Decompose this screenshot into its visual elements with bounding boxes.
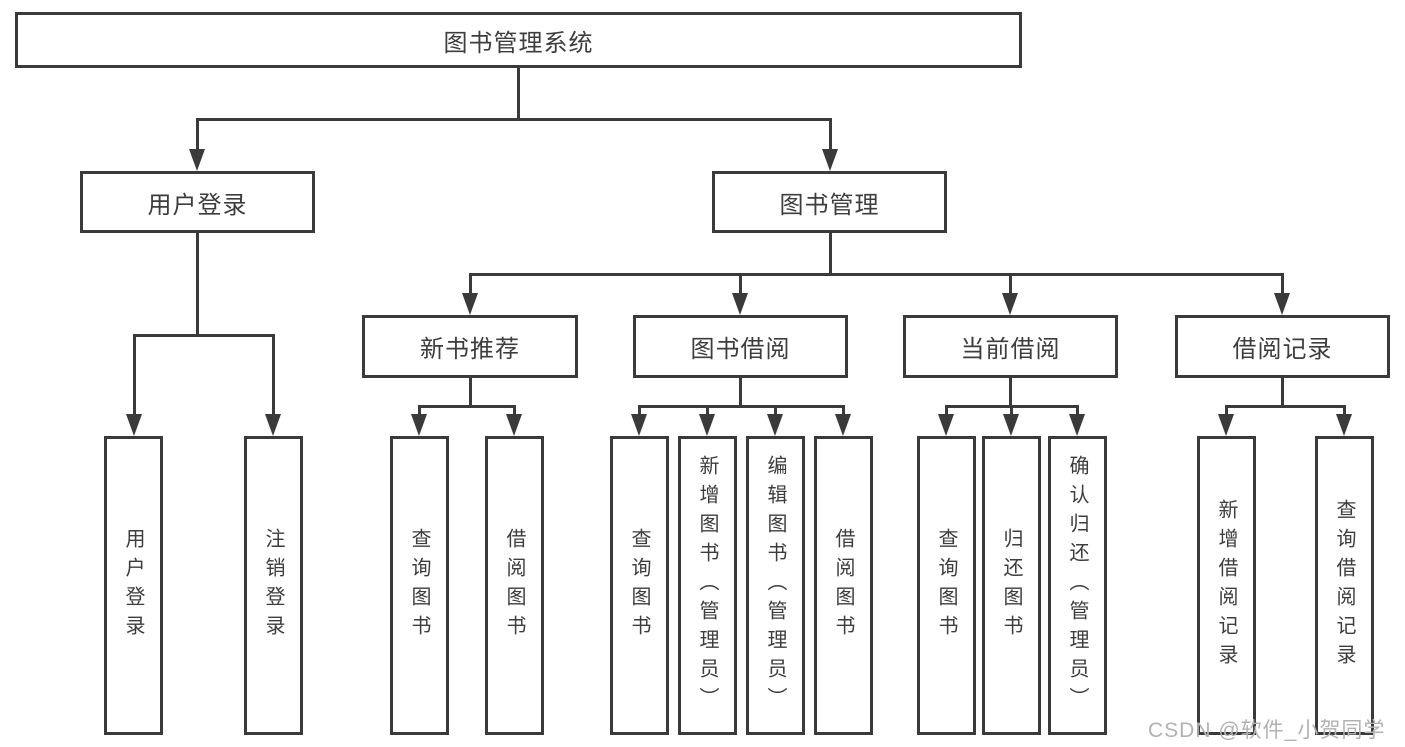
connector-line <box>944 406 948 416</box>
connector-line <box>1280 378 1284 406</box>
connector-line <box>468 272 1284 276</box>
node-leaf-bb-add-book: 新增图书（管理员） <box>678 436 737 735</box>
node-leaf-bb-borrow-book: 借阅图书 <box>814 436 873 735</box>
connector-line <box>1280 274 1284 295</box>
arrow-down-icon <box>767 414 783 436</box>
connector-line <box>828 233 832 274</box>
arrow-down-icon <box>1003 414 1019 436</box>
arrow-down-icon <box>822 149 838 171</box>
node-leaf-user-login: 用户登录 <box>104 436 163 735</box>
connector-line <box>1342 406 1346 416</box>
connector-line <box>738 274 742 295</box>
arrow-down-icon <box>126 414 142 436</box>
connector-line <box>1224 404 1346 408</box>
node-group-borrow-record: 借阅记录 <box>1175 315 1390 378</box>
node-group-new-book-recommend: 新书推荐 <box>362 315 578 378</box>
connector-line <box>1008 274 1012 295</box>
arrow-down-icon <box>1002 293 1018 315</box>
arrow-down-icon <box>699 414 715 436</box>
connector-line <box>195 119 199 152</box>
arrow-down-icon <box>265 414 281 436</box>
connector-line <box>828 119 832 152</box>
connector-line <box>516 68 520 119</box>
node-leaf-cb-return-book: 归还图书 <box>982 436 1041 735</box>
connector-line <box>417 406 421 416</box>
connector-line <box>1075 406 1079 416</box>
node-leaf-bb-edit-book: 编辑图书（管理员） <box>746 436 805 735</box>
connector-line <box>195 117 832 121</box>
connector-line <box>132 333 275 337</box>
connector-line <box>195 233 199 335</box>
arrow-down-icon <box>411 414 427 436</box>
connector-line <box>512 406 516 416</box>
arrow-down-icon <box>938 414 954 436</box>
node-leaf-nbr-borrow-book: 借阅图书 <box>485 436 544 735</box>
arrow-down-icon <box>506 414 522 436</box>
arrow-down-icon <box>631 414 647 436</box>
node-group-current-borrow: 当前借阅 <box>903 315 1118 378</box>
connector-line <box>132 335 136 416</box>
node-leaf-logout: 注销登录 <box>244 436 303 735</box>
connector-line <box>841 406 845 416</box>
node-leaf-br-query-record: 查询借阅记录 <box>1315 436 1374 735</box>
node-leaf-cb-query-book: 查询图书 <box>917 436 976 735</box>
connector-line <box>271 335 275 416</box>
connector-line <box>637 404 845 408</box>
connector-line <box>468 378 472 406</box>
connector-line <box>468 274 472 295</box>
arrow-down-icon <box>1336 414 1352 436</box>
connector-line <box>705 406 709 416</box>
arrow-down-icon <box>189 149 205 171</box>
node-branch-user-login: 用户登录 <box>80 171 315 233</box>
connector-line <box>1224 406 1228 416</box>
connector-line <box>637 406 641 416</box>
connector-line <box>1008 378 1012 406</box>
node-leaf-nbr-query-book: 查询图书 <box>390 436 449 735</box>
connector-line <box>738 378 742 406</box>
arrow-down-icon <box>1218 414 1234 436</box>
connector-line <box>417 404 516 408</box>
arrow-down-icon <box>835 414 851 436</box>
arrow-down-icon <box>462 293 478 315</box>
connector-line <box>773 406 777 416</box>
node-leaf-br-add-record: 新增借阅记录 <box>1197 436 1256 735</box>
node-leaf-cb-confirm-return: 确认归还（管理员） <box>1048 436 1107 735</box>
connector-line <box>1009 406 1013 416</box>
node-leaf-bb-query-book: 查询图书 <box>610 436 669 735</box>
node-branch-book-management: 图书管理 <box>712 171 947 233</box>
arrow-down-icon <box>1069 414 1085 436</box>
node-root-system: 图书管理系统 <box>15 12 1022 68</box>
arrow-down-icon <box>732 293 748 315</box>
csdn-watermark: CSDN @软件_小贺同学 <box>1148 719 1386 742</box>
node-group-book-borrow: 图书借阅 <box>633 315 848 378</box>
arrow-down-icon <box>1274 293 1290 315</box>
